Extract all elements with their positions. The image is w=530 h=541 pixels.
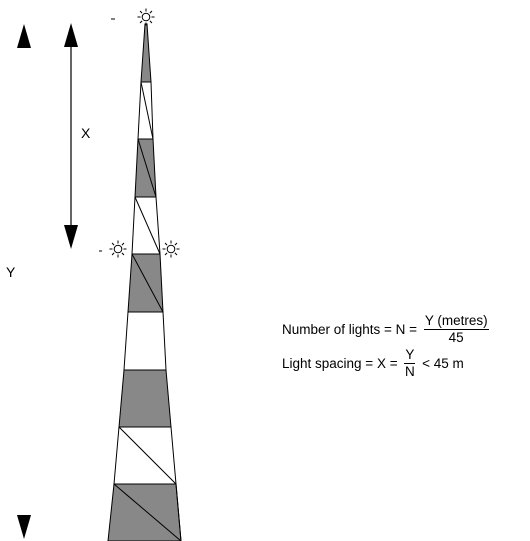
lights-formula-prefix: Number of lights = N = [282,321,421,337]
mast [107,23,182,541]
sun-light-icon [162,240,180,258]
mast-brace-2 [137,138,157,198]
lights-fraction: Y (metres) 45 [423,313,489,345]
light-spacing-formula: Light spacing = X = Y N < 45 m [282,348,464,378]
spacing-fraction: Y N [404,347,416,379]
y-label: Y [6,264,16,280]
mast-brace-7 [118,426,177,485]
mast-brace-4 [131,253,164,313]
mast-section-7 [113,426,177,485]
mast-brace-8 [113,483,182,541]
arrow-down-icon [64,225,78,249]
sun-light-icon [137,8,155,26]
mast-section-4 [127,253,164,313]
lights-fraction-numerator: Y (metres) [423,313,489,330]
y-arrow-down-icon [17,515,31,539]
spacing-formula-prefix: Light spacing = X = [282,355,402,371]
mast-section-6 [118,369,172,428]
spacing-fraction-denominator: N [404,363,415,379]
mast-brace-3 [134,196,161,255]
x-label: X [81,125,91,141]
arrow-up-icon [64,23,78,47]
y-arrow-up-icon [17,24,31,48]
x-dimension-arrow [64,23,78,249]
mast-brace-8b [175,483,182,541]
number-of-lights-formula: Number of lights = N = Y (metres) 45 [282,314,492,344]
spacing-formula-suffix: < 45 m [418,355,464,371]
mast-section-8 [107,483,182,541]
spacing-fraction-numerator: Y [404,347,416,364]
sun-light-icon [109,240,127,258]
mast-tip-section [140,23,152,83]
mast-section-5 [123,311,167,371]
mast-brace-1 [140,81,154,140]
lights-fraction-denominator: 45 [448,329,464,345]
